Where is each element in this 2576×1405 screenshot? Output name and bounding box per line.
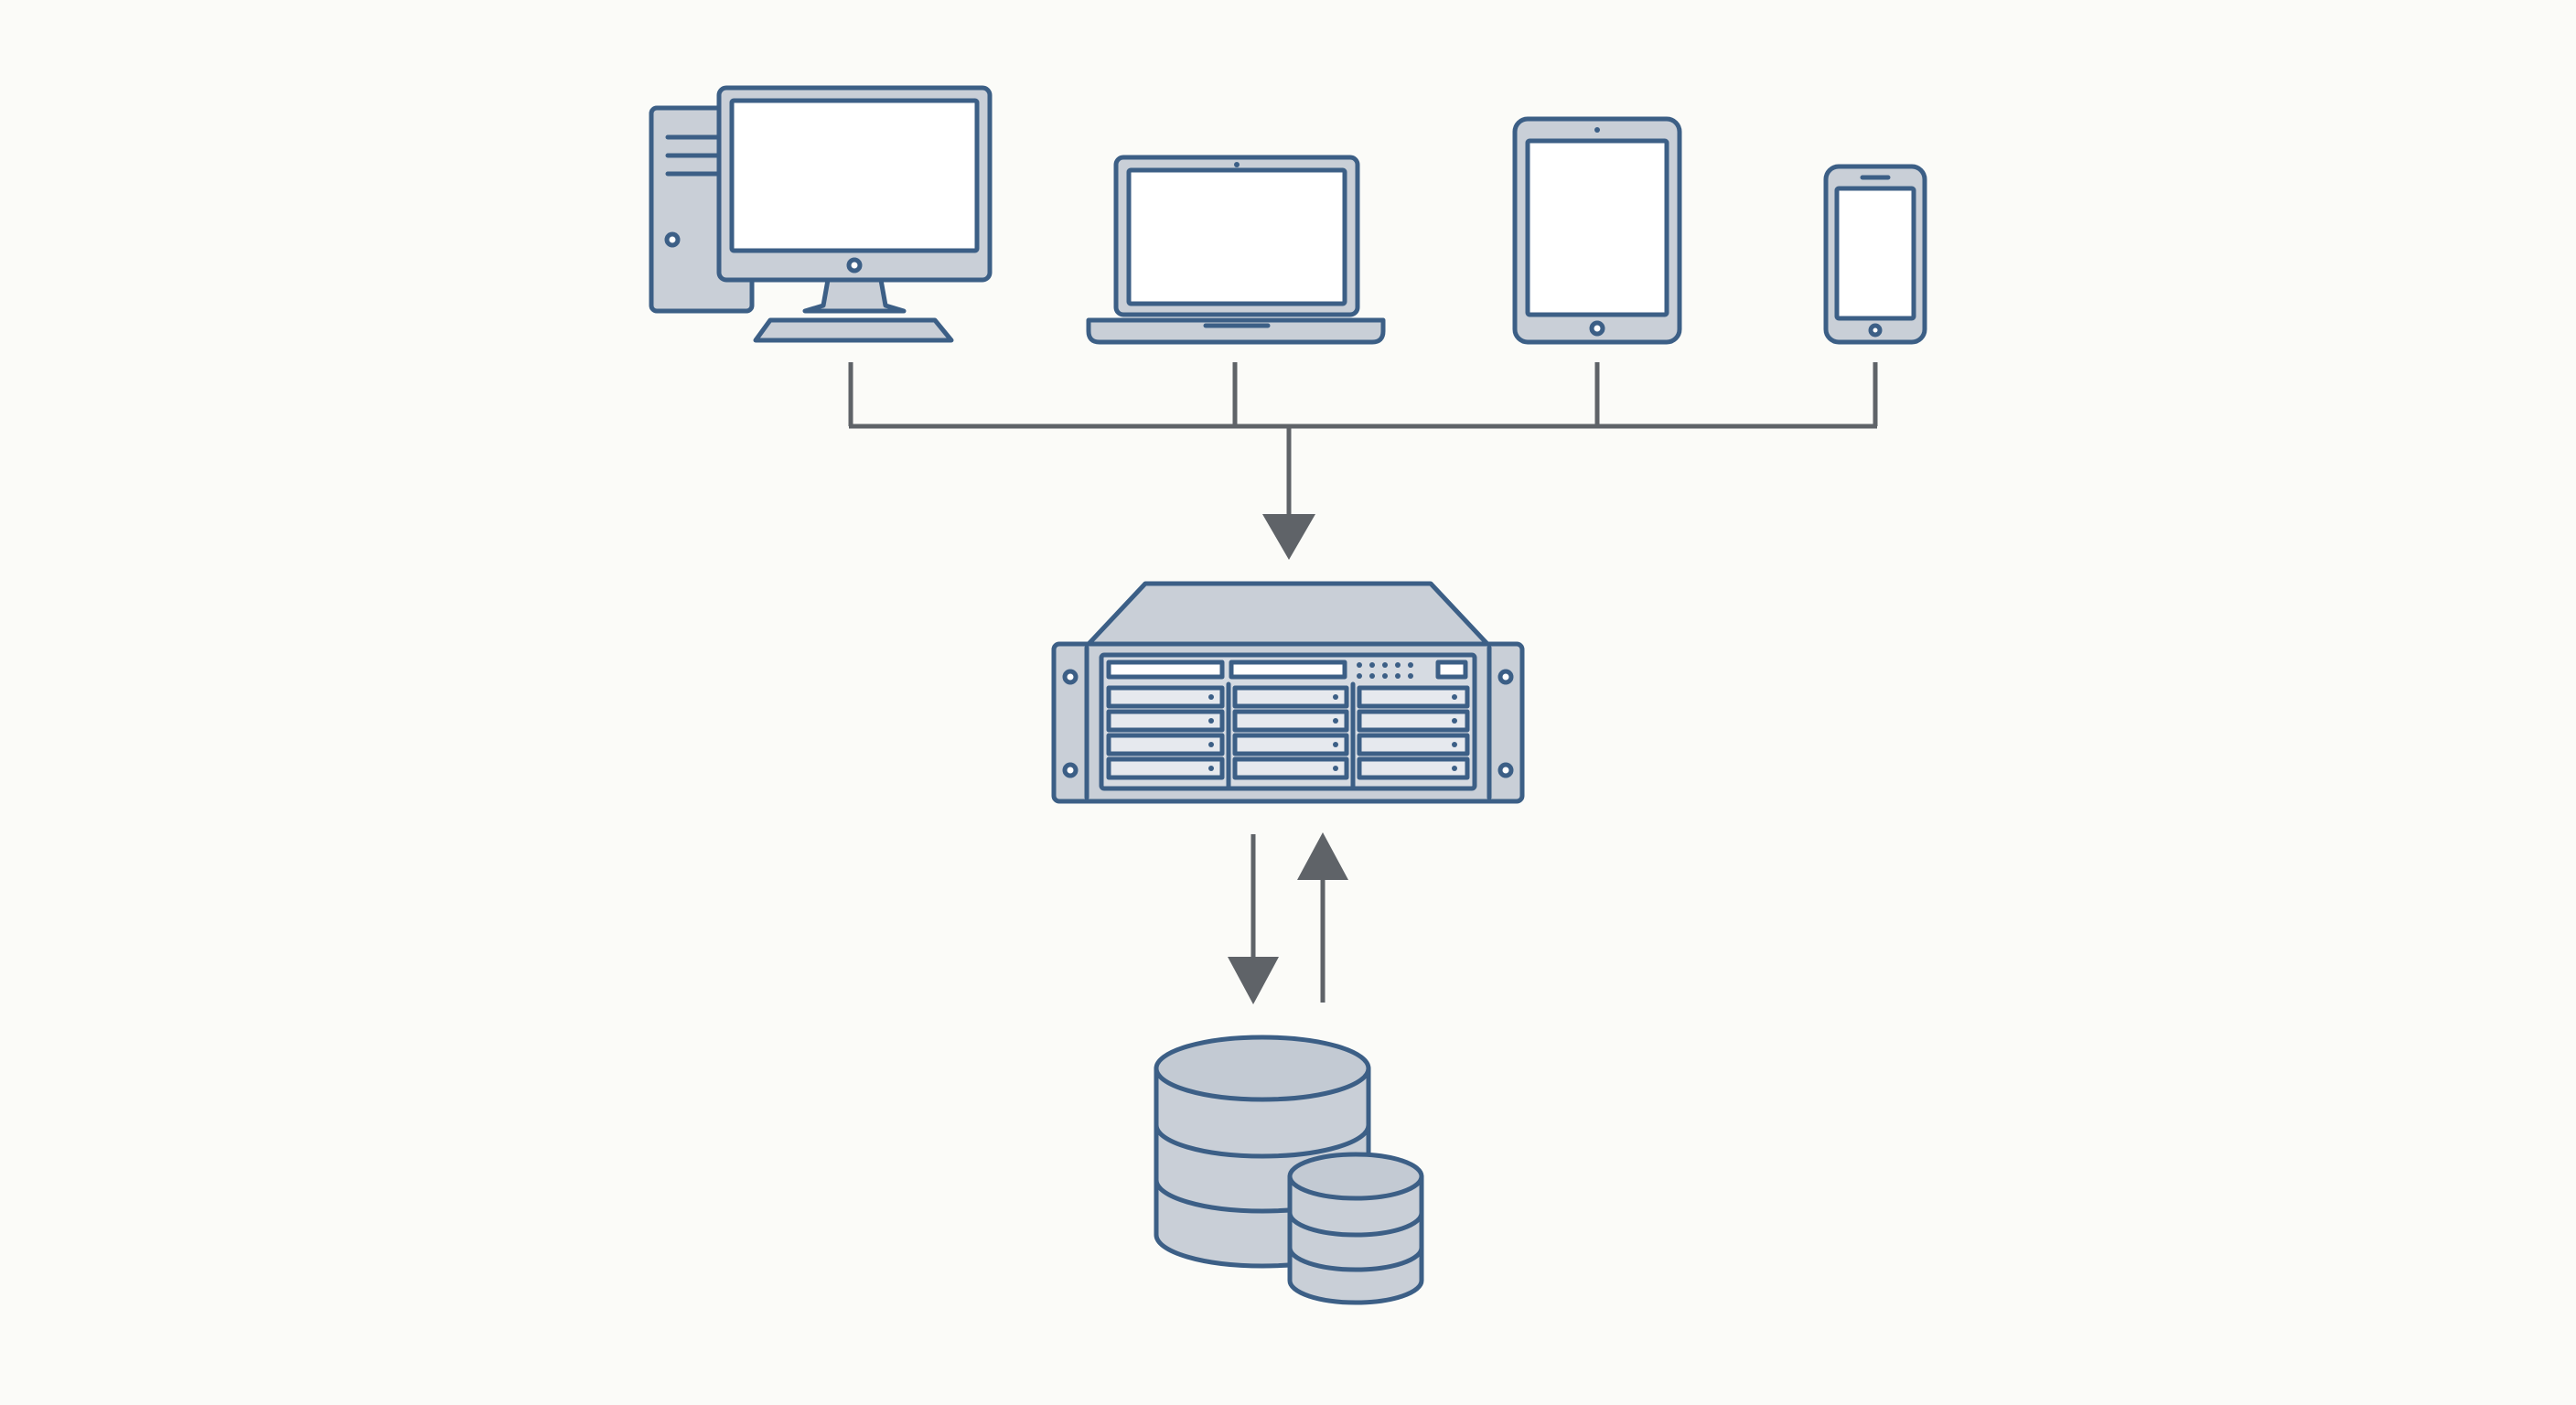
smartphone-icon — [1823, 164, 1927, 345]
tablet-icon — [1512, 116, 1682, 345]
desktop-computer-icon — [649, 85, 993, 343]
drive-bay-dots — [1208, 694, 1457, 771]
database-icon — [1154, 1035, 1424, 1305]
arrow-down-to-storage-icon — [1228, 957, 1279, 1004]
arrow-up-to-server-icon — [1297, 832, 1348, 880]
server-to-storage-connector — [1228, 832, 1348, 1004]
laptop-icon — [1086, 155, 1386, 345]
drive-bays — [1106, 685, 1470, 780]
arrow-down-to-server-icon — [1262, 514, 1315, 560]
clients-to-server-connector — [848, 362, 1878, 518]
rack-server-icon — [1051, 581, 1525, 804]
